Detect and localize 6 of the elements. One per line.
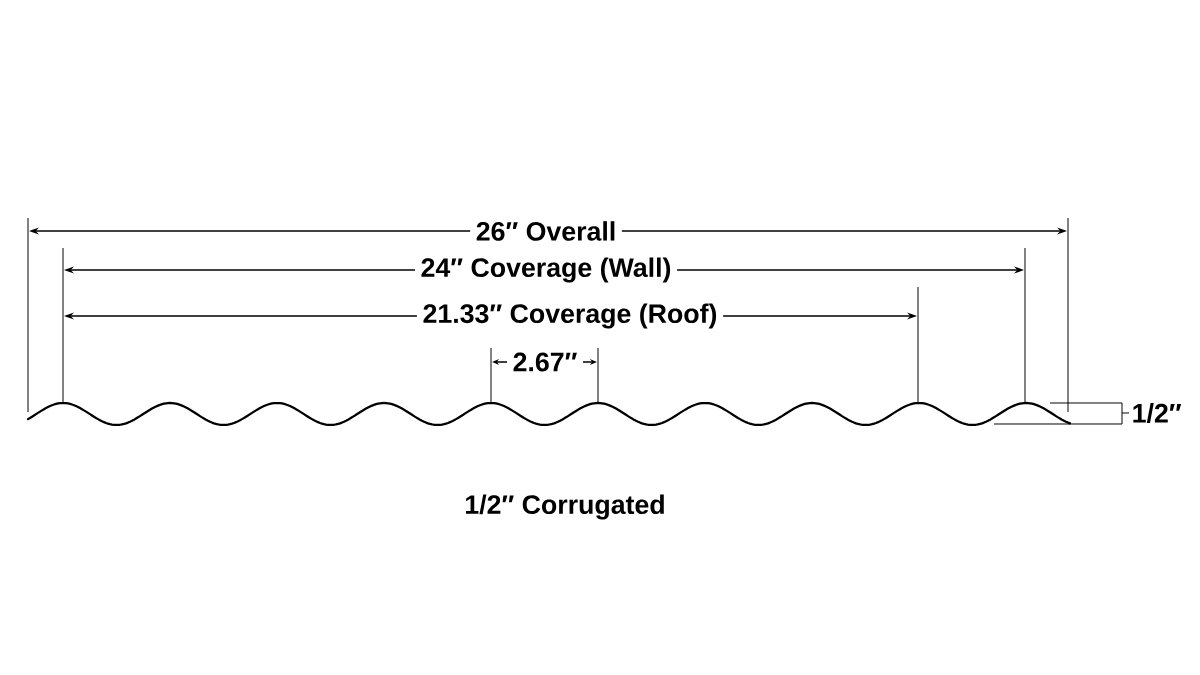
dimension-label: 2.67″ (507, 351, 584, 373)
dimension-label: 26″ Overall (470, 219, 622, 243)
caption: 1/2″ Corrugated (466, 494, 664, 520)
dimension-label: 24″ Coverage (Wall) (414, 256, 678, 284)
dimension-label: 1/2″ (1133, 403, 1182, 423)
dimension-label: 21.33″ Coverage (Roof) (416, 302, 724, 330)
